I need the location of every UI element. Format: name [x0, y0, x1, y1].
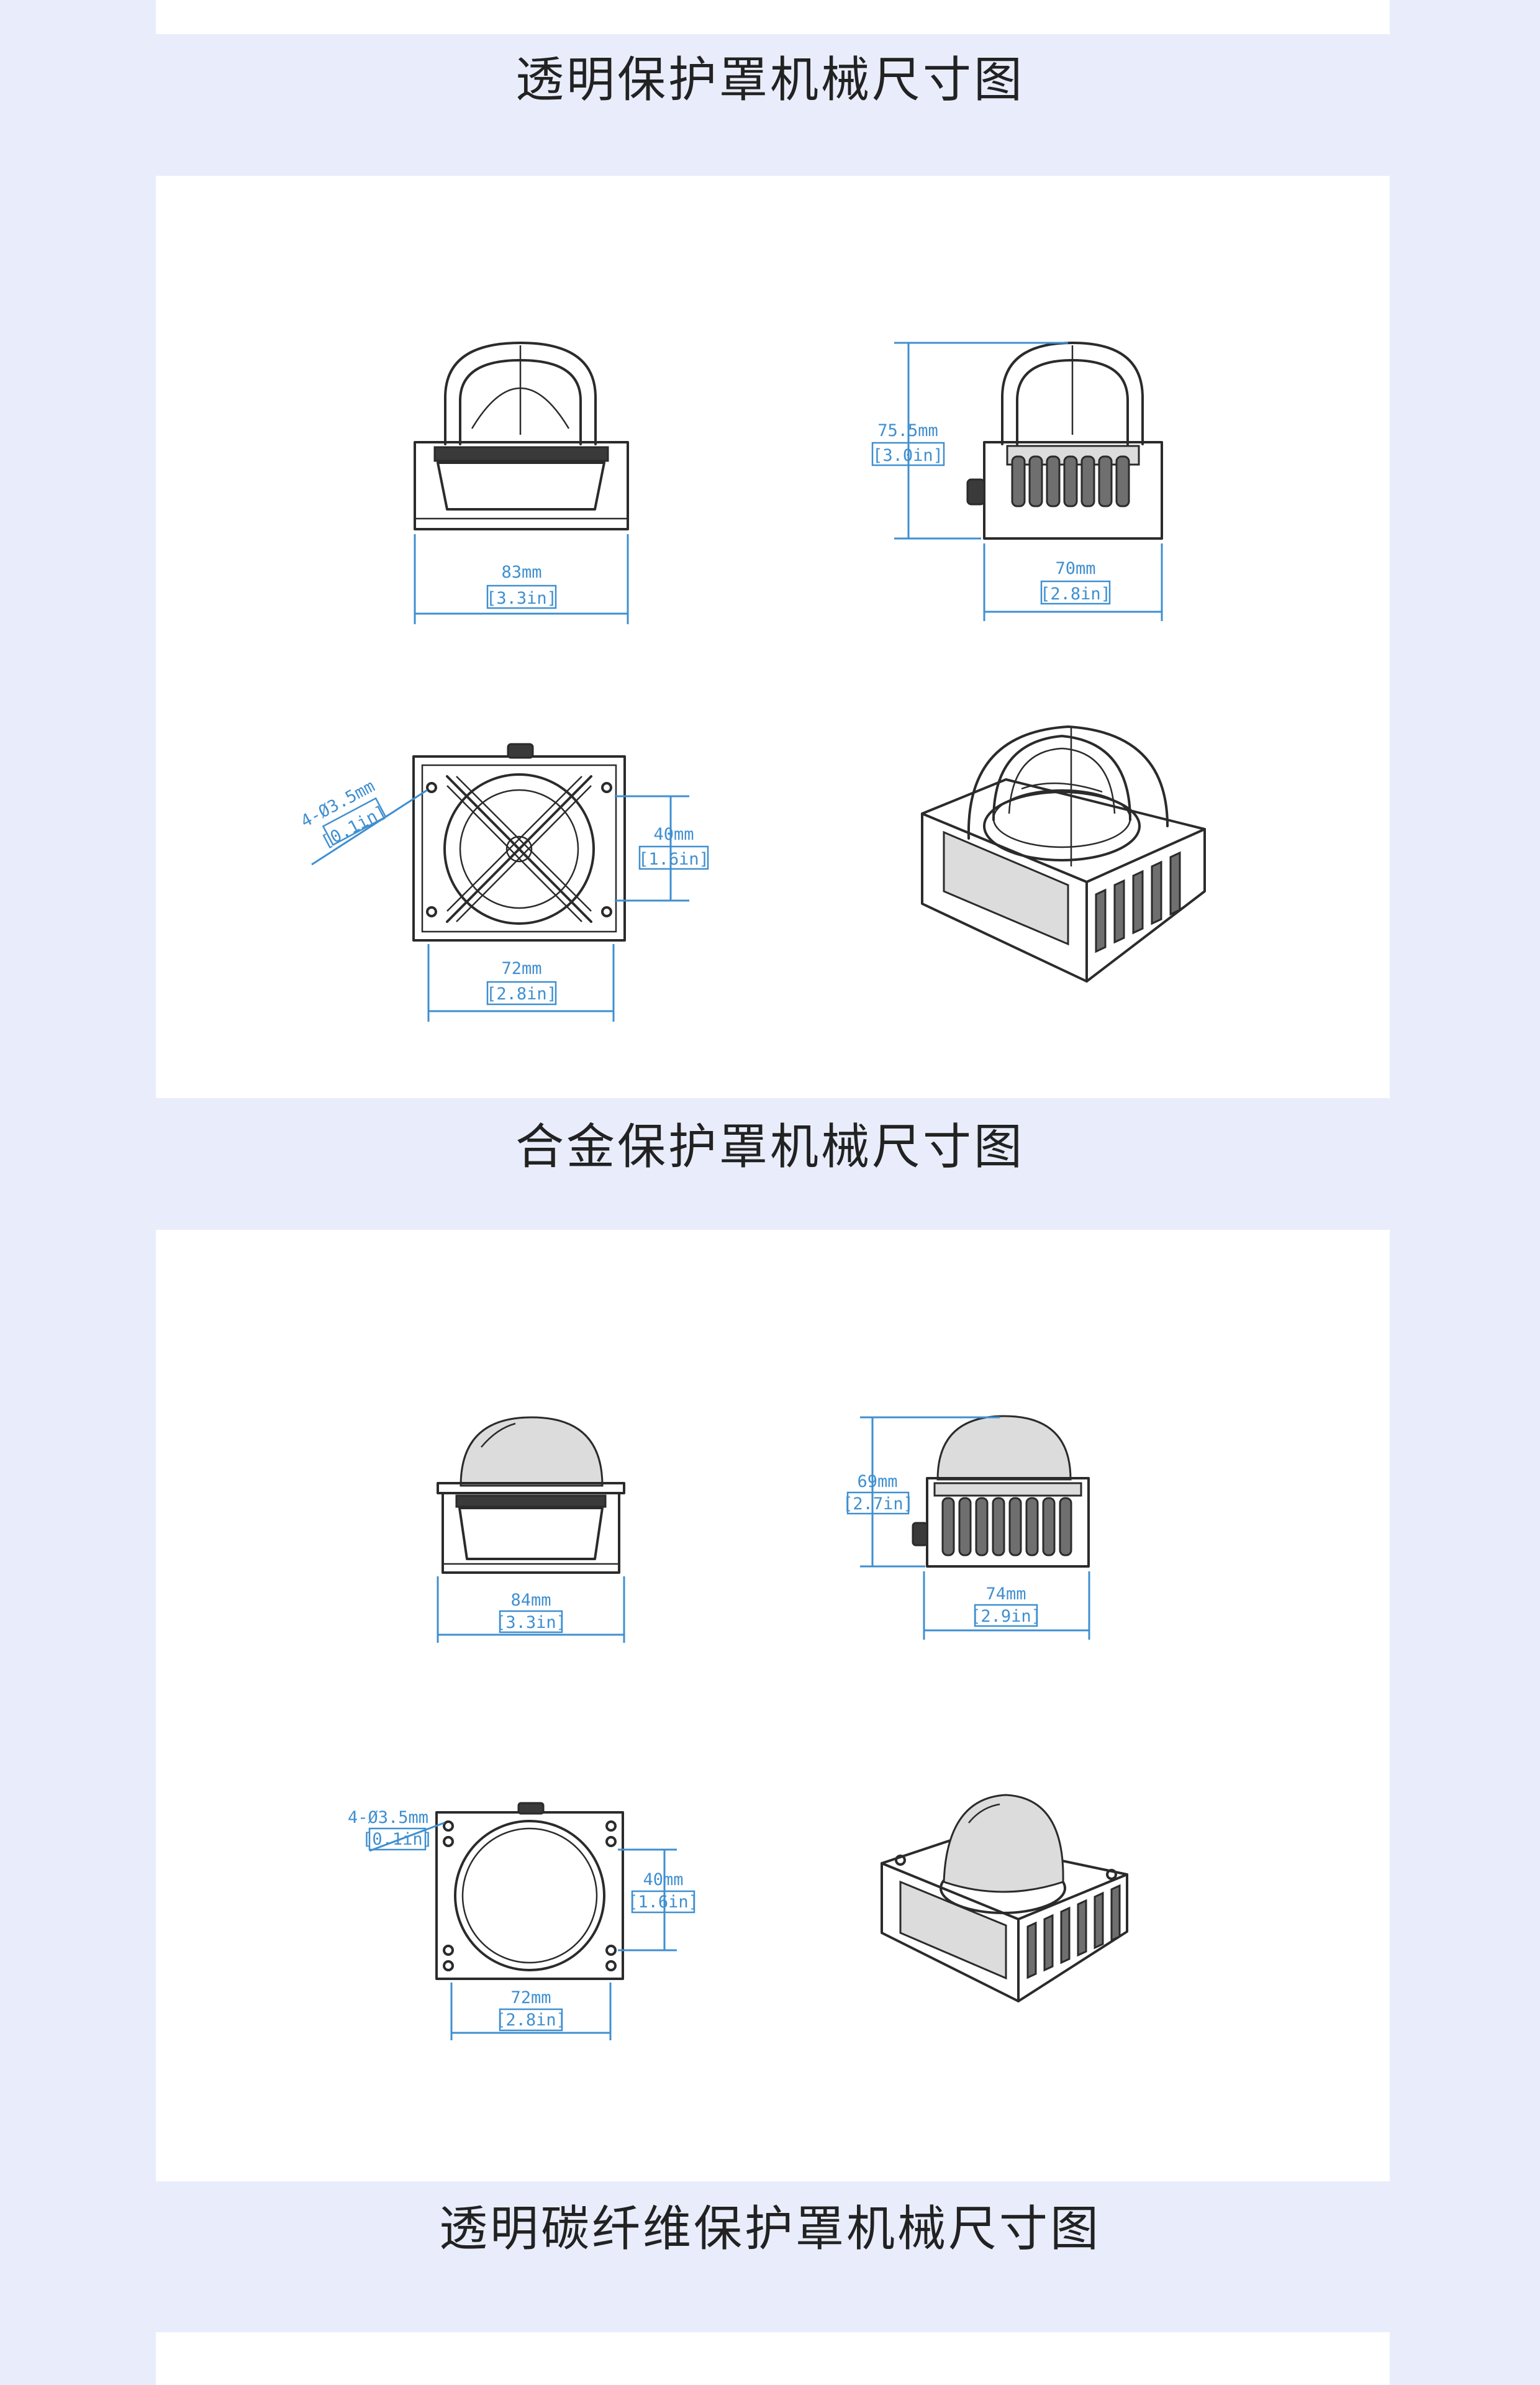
isometric-view-2 — [881, 1794, 1128, 2002]
panel-bottom-partial — [156, 2332, 1390, 2385]
bottom-view-2 — [435, 1802, 624, 1980]
side-height-mm: 75.5mm — [877, 421, 938, 440]
bottom-width-in-2: [2.8in] — [496, 2010, 566, 2030]
side-width-dimension-2: 74mm [2.9in] — [923, 1571, 1090, 1640]
side-width-in-2: [2.9in] — [971, 1607, 1041, 1626]
front-width-dimension: 83mm [3.3in] — [414, 534, 629, 624]
iso-heatsink-fins-2 — [1026, 1884, 1121, 1979]
side-height-dimension: 75.5mm [3.0in] — [871, 342, 1068, 540]
side-width-dimension: 70mm [2.8in] — [983, 543, 1163, 621]
bottom-width-in: [2.8in] — [486, 984, 557, 1004]
front-width-in-2: [3.3in] — [496, 1613, 566, 1632]
isometric-view — [921, 725, 1206, 983]
side-width-mm: 70mm — [1055, 559, 1095, 578]
front-width-dimension-2: 84mm [3.3in] — [437, 1576, 625, 1643]
bottom-width-mm: 72mm — [501, 959, 541, 978]
hole-pitch-mm-2: 40mm — [643, 1870, 683, 1889]
front-view-2 — [437, 1416, 625, 1574]
bottom-width-dimension-2: 72mm [2.8in] — [450, 1983, 612, 2040]
heatsink-fins — [1011, 455, 1130, 507]
side-height-mm-2: 69mm — [857, 1472, 897, 1491]
section-title-alloy: 合金保护罩机械尺寸图 — [515, 1119, 1025, 1175]
side-height-in: [3.0in] — [872, 446, 943, 465]
hole-pitch-in-2: [1.6in] — [628, 1892, 699, 1912]
iso-heatsink-fins — [1095, 851, 1181, 953]
bottom-width-mm-2: 72mm — [510, 1988, 551, 2007]
hole-pitch-dimension: 40mm [1.6in] — [615, 795, 709, 902]
section-title-transparent: 透明保护罩机械尺寸图 — [515, 52, 1025, 108]
front-width-mm: 83mm — [501, 563, 541, 582]
hole-pitch-mm: 40mm — [653, 825, 694, 844]
front-width-in: [3.3in] — [486, 589, 557, 608]
front-width-mm-2: 84mm — [510, 1591, 551, 1610]
side-height-dimension-2: 69mm [2.7in] — [843, 1416, 1000, 1568]
heatsink-fins-2 — [941, 1497, 1072, 1556]
panel-transparent-dimensions — [156, 176, 1390, 1098]
hole-pitch-dimension-2: 40mm [1.6in] — [618, 1848, 699, 1951]
side-height-in-2: [2.7in] — [843, 1494, 913, 1514]
side-view — [966, 342, 1163, 540]
hole-diameter-dimension-2: 4-Ø3.5mm [0.1in] — [348, 1808, 445, 1852]
panel-top-partial — [156, 0, 1390, 34]
drawing-alloy-cover: 84mm [3.3in] 69mm [2.7in] 74mm — [348, 1415, 1128, 2040]
hole-diameter-in-2: [0.1in] — [362, 1830, 433, 1849]
bottom-width-dimension: 72mm [2.8in] — [427, 944, 615, 1022]
section-title-carbon-fiber: 透明碳纤维保护罩机械尺寸图 — [438, 2201, 1101, 2257]
bottom-view — [412, 743, 626, 942]
side-width-mm-2: 74mm — [985, 1584, 1026, 1604]
side-view-2 — [912, 1415, 1090, 1568]
drawing-transparent-cover: 83mm [3.3in] 75.5mm [3.0in] 70mm — [297, 342, 1206, 1022]
panel-alloy-dimensions — [156, 1230, 1390, 2181]
side-width-in: [2.8in] — [1040, 584, 1111, 604]
hole-diameter-mm-2: 4-Ø3.5mm — [348, 1808, 428, 1827]
hole-pitch-in: [1.6in] — [638, 850, 709, 869]
front-view — [414, 342, 629, 530]
